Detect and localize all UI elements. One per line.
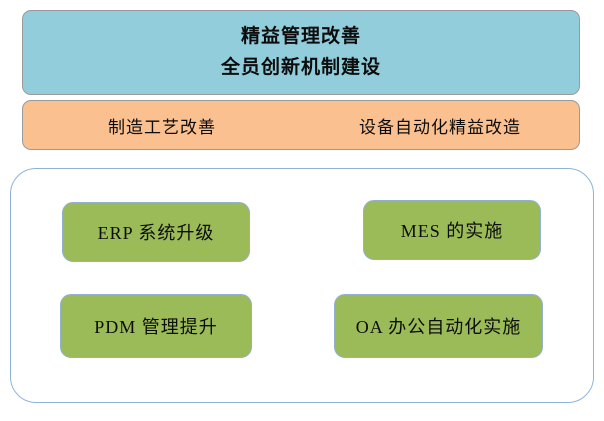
- initiative-banner-orange: 制造工艺改善 设备自动化精益改造: [22, 100, 580, 150]
- project-box-mes[interactable]: MES 的实施: [363, 200, 541, 260]
- strategy-banner-line-2: 全员创新机制建设: [220, 56, 381, 78]
- strategy-banner-blue: 精益管理改善 全员创新机制建设: [22, 10, 580, 95]
- strategy-banner-line-1: 精益管理改善: [240, 25, 361, 47]
- project-box-pdm[interactable]: PDM 管理提升: [60, 294, 252, 358]
- project-box-oa[interactable]: OA 办公自动化实施: [334, 294, 543, 358]
- project-box-erp[interactable]: ERP 系统升级: [62, 202, 250, 262]
- initiative-label-manufacturing-process: 制造工艺改善: [108, 117, 216, 137]
- initiative-label-equipment-automation: 设备自动化精益改造: [359, 117, 521, 137]
